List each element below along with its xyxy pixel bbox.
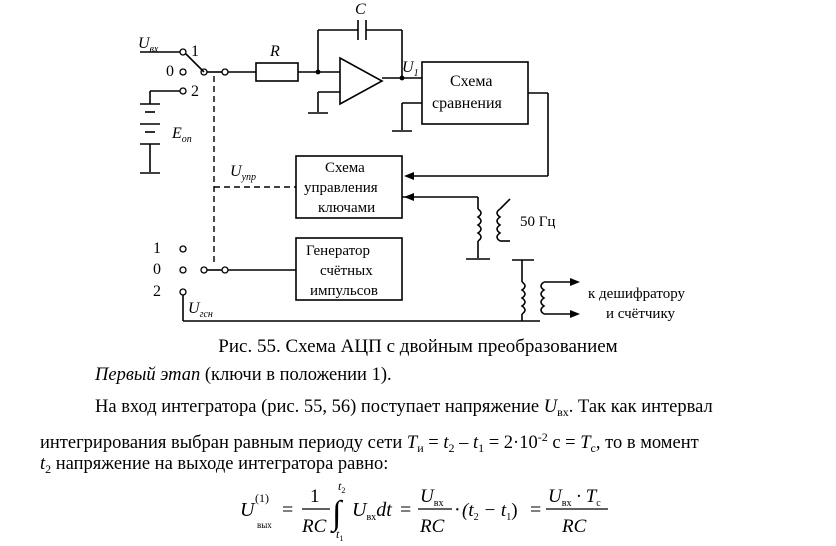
paragraph-line-2: интегрирования выбран равным периоду сет…	[40, 430, 699, 455]
switch2-pivot	[200, 266, 208, 274]
switch1-terminal-0	[179, 68, 187, 76]
formula-dot: ·	[454, 499, 461, 521]
arrow-out-1	[570, 278, 580, 286]
switch2-pos-0-label: 0	[153, 261, 161, 278]
switch2-pos-1-label: 1	[153, 240, 161, 257]
comparator-label-1: Схема	[450, 73, 493, 90]
paragraph-line-1: На вход интегратора (рис. 55, 56) поступ…	[95, 397, 713, 419]
frac2-den: RC	[419, 516, 445, 537]
resistor-label: R	[269, 43, 280, 60]
switch2-pos-2-label: 2	[153, 283, 161, 300]
u-ctrl-label: Uупр	[230, 163, 256, 183]
switch2-terminal-2	[179, 288, 187, 296]
comparator-block	[421, 61, 529, 125]
output-label-2: и счётчику	[606, 306, 676, 322]
generator-label-3: импульсов	[310, 283, 378, 299]
formula-lhs-sup: (1)	[255, 491, 269, 505]
switch2-terminal-1	[179, 245, 187, 253]
integrand: Uвхdt	[352, 499, 392, 523]
frequency-label: 50 Гц	[520, 214, 555, 230]
integrator-output-formula: U (1) вых = 1 RC ∫ t2 t1 Uвхdt = Uвх RC …	[240, 479, 608, 543]
formula-eq-1: =	[282, 499, 293, 521]
switch1-pos-2-label: 2	[191, 83, 199, 100]
arrow-control-sync	[404, 193, 414, 201]
generator-label-1: Генератор	[306, 243, 370, 259]
adc-circuit-diagram: Uвх 1 0 2 R C U1 Схема сравнения	[138, 1, 686, 322]
e-ref-label: Eоп	[171, 125, 192, 145]
generator-label-2: счётных	[320, 263, 373, 279]
integral-sign: ∫	[330, 495, 344, 534]
arrow-to-control	[404, 172, 414, 180]
op-amp-integrator	[339, 56, 384, 106]
u-in-label: Uвх	[138, 35, 159, 55]
frac3-den: RC	[561, 516, 587, 537]
control-label-2: управления	[304, 180, 378, 196]
figure-caption: Рис. 55. Схема АЦП с двойным преобразова…	[218, 336, 618, 357]
frac3-num: Uвх · Tс	[548, 486, 601, 509]
formula-eq-2: =	[400, 499, 411, 521]
formula-lhs-sub: вых	[257, 520, 272, 530]
paragraph-stage-title: Первый этап (ключи в положении 1).	[95, 365, 392, 385]
formula-rc-1: RC	[301, 516, 327, 537]
u1-label: U1	[402, 59, 419, 79]
switch1-terminal-2	[179, 87, 187, 95]
control-label-3: ключами	[318, 200, 375, 216]
arrow-out-2	[570, 310, 580, 318]
switch1-pos-0-label: 0	[166, 63, 174, 80]
integral-lower: t1	[336, 527, 343, 543]
formula-lhs: U	[240, 499, 256, 521]
integral-upper: t2	[338, 479, 345, 495]
switch2-terminal-0	[179, 266, 187, 274]
paragraph-line-3: t2 напряжение на выходе интегратора равн…	[40, 454, 389, 476]
transformer2-coil-left	[520, 281, 526, 315]
comparator-label-2: сравнения	[432, 95, 503, 112]
transformer1-coil-left	[476, 208, 482, 242]
transformer1-coil-right	[496, 208, 502, 242]
transformer2-coil-right	[540, 281, 546, 315]
switch1-pos-1-label: 1	[191, 43, 199, 60]
formula-one: 1	[310, 486, 320, 507]
switch1-terminal-1	[179, 48, 187, 56]
output-label-1: к дешифратору	[588, 286, 686, 302]
u-gen-label: Uгсн	[188, 300, 213, 320]
pulse-generator-block	[295, 237, 403, 301]
capacitor-label: C	[355, 1, 366, 18]
formula-eq-3: =	[530, 499, 541, 521]
frac2-num: Uвх	[420, 486, 443, 509]
control-label-1: Схема	[325, 160, 365, 176]
formula-paren: (t2 − t1)	[462, 500, 518, 523]
switch-control-block	[295, 155, 403, 219]
resistor-r	[255, 62, 299, 82]
